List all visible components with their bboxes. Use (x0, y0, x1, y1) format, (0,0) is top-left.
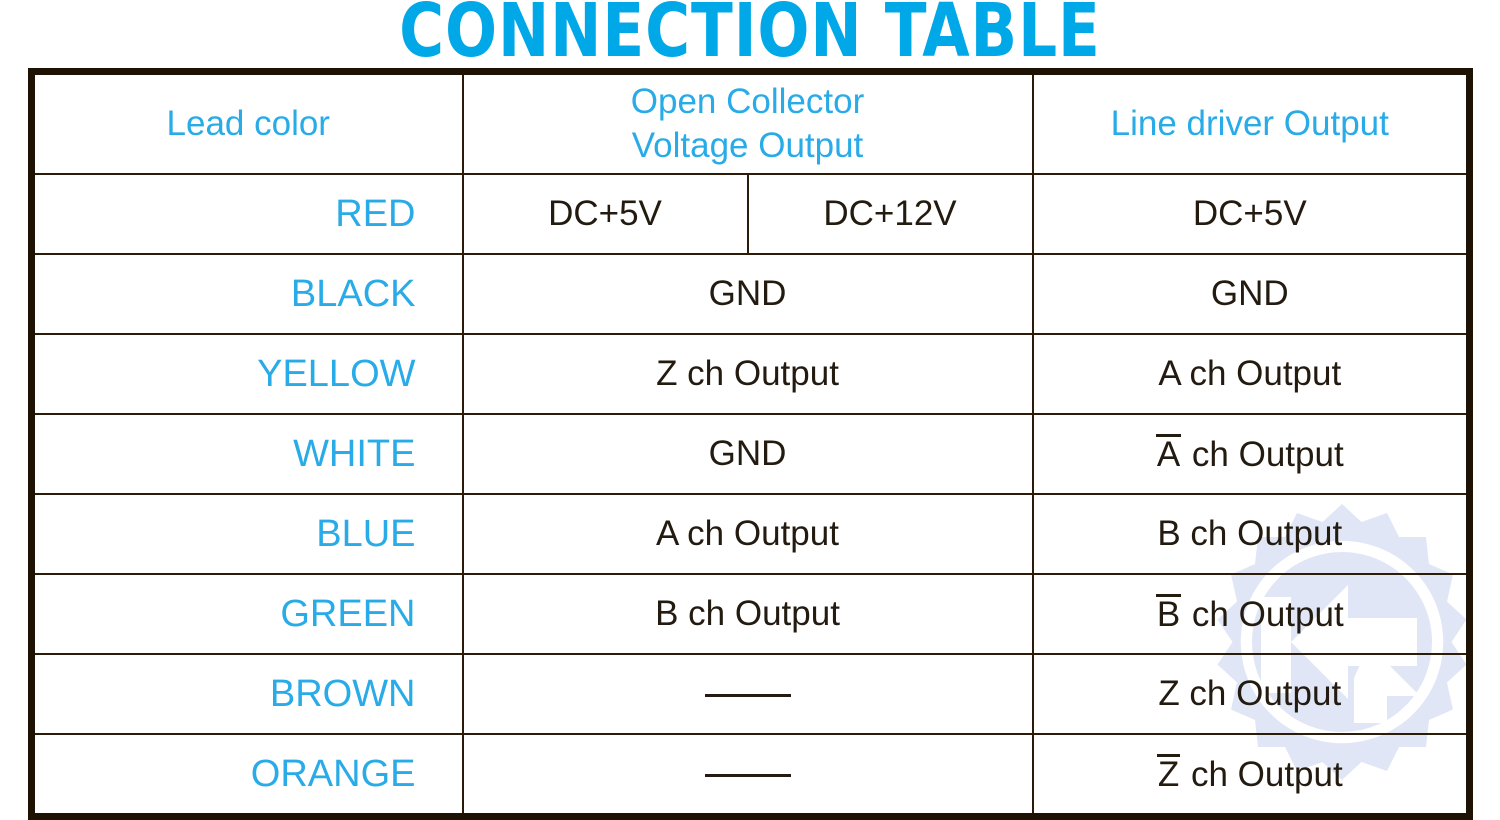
connection-table: Lead color Open Collector Voltage Output… (28, 68, 1474, 820)
open-collector-orange (461, 733, 1034, 818)
table-row: GREEN B ch Output B ch Output (30, 573, 1471, 655)
header-lead-color: Lead color (30, 70, 464, 175)
overbar-z: Z (1156, 753, 1181, 794)
line-driver-red: DC+5V (1031, 173, 1471, 255)
table-row: ORANGE Z ch Output (30, 733, 1471, 818)
lead-color-white: WHITE (30, 413, 464, 495)
lead-color-red: RED (30, 173, 464, 255)
line-driver-yellow: A ch Output (1031, 333, 1471, 415)
line-driver-green: B ch Output (1031, 573, 1471, 655)
line-driver-orange-text: ch Output (1181, 754, 1343, 794)
open-collector-yellow: Z ch Output (461, 333, 1034, 415)
dash-icon (704, 694, 791, 698)
overbar-b: B (1155, 593, 1182, 634)
lead-color-orange: ORANGE (30, 733, 464, 818)
open-collector-red-5v: DC+5V (461, 173, 749, 255)
table-row: RED DC+5V DC+12V DC+5V (30, 173, 1471, 255)
open-collector-white: GND (461, 413, 1034, 495)
table-row: BLACK GND GND (30, 253, 1471, 335)
table-row: BROWN Z ch Output (30, 653, 1471, 735)
lead-color-green: GREEN (30, 573, 464, 655)
lead-color-brown: BROWN (30, 653, 464, 735)
line-driver-blue: B ch Output (1031, 493, 1471, 575)
open-collector-black: GND (461, 253, 1034, 335)
open-collector-green: B ch Output (461, 573, 1034, 655)
table-row: YELLOW Z ch Output A ch Output (30, 333, 1471, 415)
lead-color-black: BLACK (30, 253, 464, 335)
open-collector-red-12v: DC+12V (746, 173, 1034, 255)
open-collector-blue: A ch Output (461, 493, 1034, 575)
line-driver-orange: Z ch Output (1031, 733, 1471, 818)
dash-icon (704, 774, 791, 778)
line-driver-green-text: ch Output (1182, 594, 1344, 634)
table-row: BLUE A ch Output B ch Output (30, 493, 1471, 575)
lead-color-blue: BLUE (30, 493, 464, 575)
page-title: CONNECTION TABLE (399, 0, 1101, 74)
line-driver-white: A ch Output (1031, 413, 1471, 495)
line-driver-white-text: ch Output (1182, 434, 1344, 474)
header-open-collector-line1: Open Collector (630, 82, 865, 122)
overbar-a: A (1155, 433, 1182, 474)
header-line-driver: Line driver Output (1031, 70, 1471, 175)
lead-color-yellow: YELLOW (30, 333, 464, 415)
table-header-row: Lead color Open Collector Voltage Output… (30, 70, 1471, 175)
line-driver-brown: Z ch Output (1031, 653, 1471, 735)
header-open-collector-line2: Voltage Output (631, 126, 864, 165)
line-driver-black: GND (1031, 253, 1471, 335)
header-open-collector: Open Collector Voltage Output (461, 70, 1034, 175)
table-row: WHITE GND A ch Output (30, 413, 1471, 495)
open-collector-brown (461, 653, 1034, 735)
